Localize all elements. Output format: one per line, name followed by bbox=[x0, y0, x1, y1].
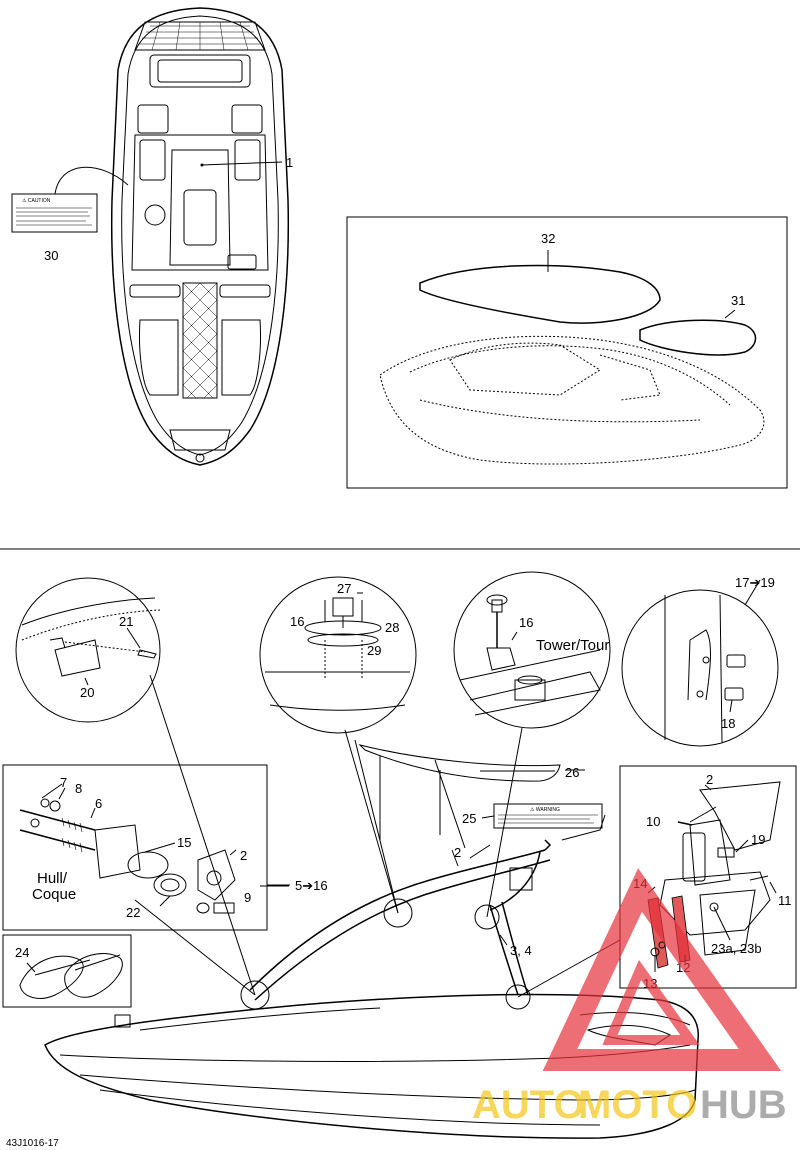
strap-box bbox=[2, 934, 132, 1008]
seat-cover-frame bbox=[346, 216, 788, 489]
callout-5-16: 5➔16 bbox=[295, 878, 328, 893]
callout-18: 18 bbox=[721, 716, 735, 731]
callout-26: 26 bbox=[565, 765, 579, 780]
callout-29: 29 bbox=[367, 643, 381, 658]
watermark-auto: AUTO bbox=[472, 1083, 585, 1127]
warning-decal-title: ⚠ WARNING bbox=[530, 807, 560, 813]
callout-28: 28 bbox=[385, 620, 399, 635]
caution-decal: ⚠ CAUTION bbox=[11, 166, 129, 233]
callout-6: 6 bbox=[95, 796, 102, 811]
callout-2a: 2 bbox=[454, 845, 461, 860]
callout-16b: 16 bbox=[519, 615, 533, 630]
hardware-box bbox=[2, 764, 290, 931]
callout-15: 15 bbox=[177, 835, 191, 850]
detail-cleat bbox=[259, 576, 417, 734]
tower-assembly: ⚠ WARNING bbox=[134, 674, 621, 1010]
callout-19: 19 bbox=[751, 832, 765, 847]
callout-1: 1 bbox=[286, 155, 293, 170]
caution-decal-title: ⚠ CAUTION bbox=[22, 198, 51, 204]
callout-20: 20 bbox=[80, 685, 94, 700]
detail-tower-mount bbox=[621, 579, 779, 747]
callout-16a: 16 bbox=[290, 614, 304, 629]
callout-10: 10 bbox=[646, 814, 660, 829]
callout-17-19: 17➔19 bbox=[735, 575, 775, 590]
detail-tower-light bbox=[453, 571, 611, 729]
watermark-hub: HUB bbox=[700, 1083, 787, 1127]
watermark-moto: MOTO bbox=[578, 1083, 697, 1127]
callout-32: 32 bbox=[541, 231, 555, 246]
tower-label: Tower/Tour bbox=[536, 637, 609, 654]
coque-label: Coque bbox=[32, 886, 76, 903]
callout-25: 25 bbox=[462, 811, 476, 826]
watermark-logo: AUTO MOTO HUB bbox=[472, 868, 787, 1127]
callout-3-4: 3, 4 bbox=[510, 943, 532, 958]
callout-24: 24 bbox=[15, 945, 29, 960]
figure-code: 43J1016-17 bbox=[6, 1138, 59, 1149]
hull-label: Hull/ bbox=[37, 870, 68, 887]
callout-11: 11 bbox=[778, 893, 792, 908]
callout-23: 23a, 23b bbox=[711, 941, 762, 956]
callout-2b: 2 bbox=[240, 848, 247, 863]
callout-22: 22 bbox=[126, 905, 140, 920]
callout-21: 21 bbox=[119, 614, 133, 629]
callout-2c: 2 bbox=[706, 772, 713, 787]
callout-30: 30 bbox=[44, 248, 58, 263]
detail-mirror bbox=[15, 577, 161, 723]
callout-9: 9 bbox=[244, 890, 251, 905]
callout-27: 27 bbox=[337, 581, 351, 596]
callout-31: 31 bbox=[731, 293, 745, 308]
callout-8: 8 bbox=[75, 781, 82, 796]
callout-7: 7 bbox=[60, 775, 67, 790]
hull-top-view bbox=[110, 7, 290, 466]
